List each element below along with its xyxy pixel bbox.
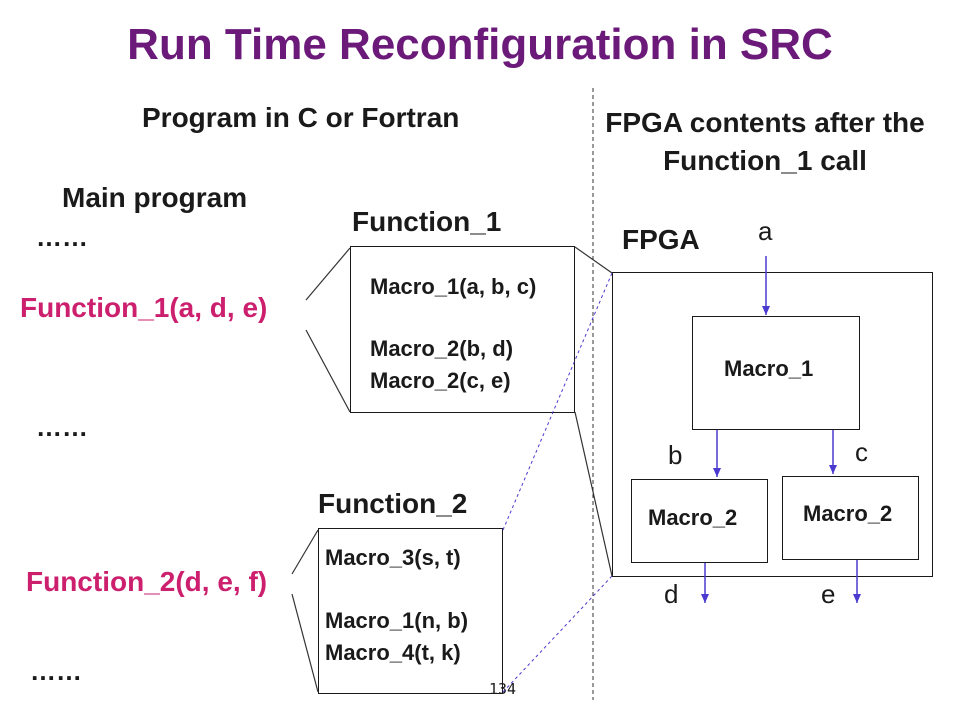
macro1-label: Macro_1 — [724, 356, 814, 381]
function2-connector-top — [291, 529, 319, 575]
function2-box — [318, 528, 503, 694]
macro2-right-label: Macro_2 — [803, 501, 893, 526]
slide-title: Run Time Reconfiguration in SRC — [127, 20, 833, 69]
right-heading: FPGA contents after the Function_1 call — [605, 107, 925, 176]
function2-line: Macro_3(s, t) — [325, 545, 461, 570]
function2-to-fpga-bottom — [502, 575, 613, 693]
function1-to-fpga-bottom — [574, 411, 613, 577]
function1-to-fpga-top — [574, 246, 613, 274]
function1-label: Function_1 — [352, 206, 502, 237]
page-number: 134 — [489, 680, 517, 698]
function1-connector-bottom — [305, 329, 351, 413]
signal-d-label: d — [664, 579, 679, 609]
function2-line: Macro_4(t, k) — [325, 640, 461, 665]
main-program-label: Main program — [62, 182, 248, 213]
function1-line: Macro_2(c, e) — [370, 368, 511, 393]
signal-c-label: c — [855, 437, 868, 467]
signal-a-label: a — [758, 216, 773, 246]
fpga-box — [612, 272, 933, 577]
macro2-right-box — [782, 476, 919, 560]
ellipsis-top: …… — [36, 222, 88, 252]
signal-b-label: b — [668, 440, 683, 470]
fpga-label: FPGA — [622, 224, 700, 255]
signal-e-label: e — [821, 579, 836, 609]
function2-call: Function_2(d, e, f) — [26, 566, 268, 597]
function2-line: Macro_1(n, b) — [325, 608, 469, 633]
ellipsis-bottom: …… — [30, 656, 82, 686]
function1-connector-top — [305, 247, 351, 301]
function1-line: Macro_1(a, b, c) — [370, 274, 537, 299]
macro2-left-box — [631, 479, 768, 563]
left-heading: Program in C or Fortran — [142, 102, 460, 133]
function1-call: Function_1(a, d, e) — [20, 292, 268, 323]
function2-connector-bottom — [291, 593, 319, 693]
ellipsis-middle: …… — [36, 412, 88, 442]
function1-box — [350, 246, 575, 413]
function2-to-fpga-top — [502, 272, 613, 531]
function1-line: Macro_2(b, d) — [370, 336, 514, 361]
macro2-left-label: Macro_2 — [648, 505, 738, 530]
function2-label: Function_2 — [318, 488, 468, 519]
macro1-box — [692, 316, 860, 430]
